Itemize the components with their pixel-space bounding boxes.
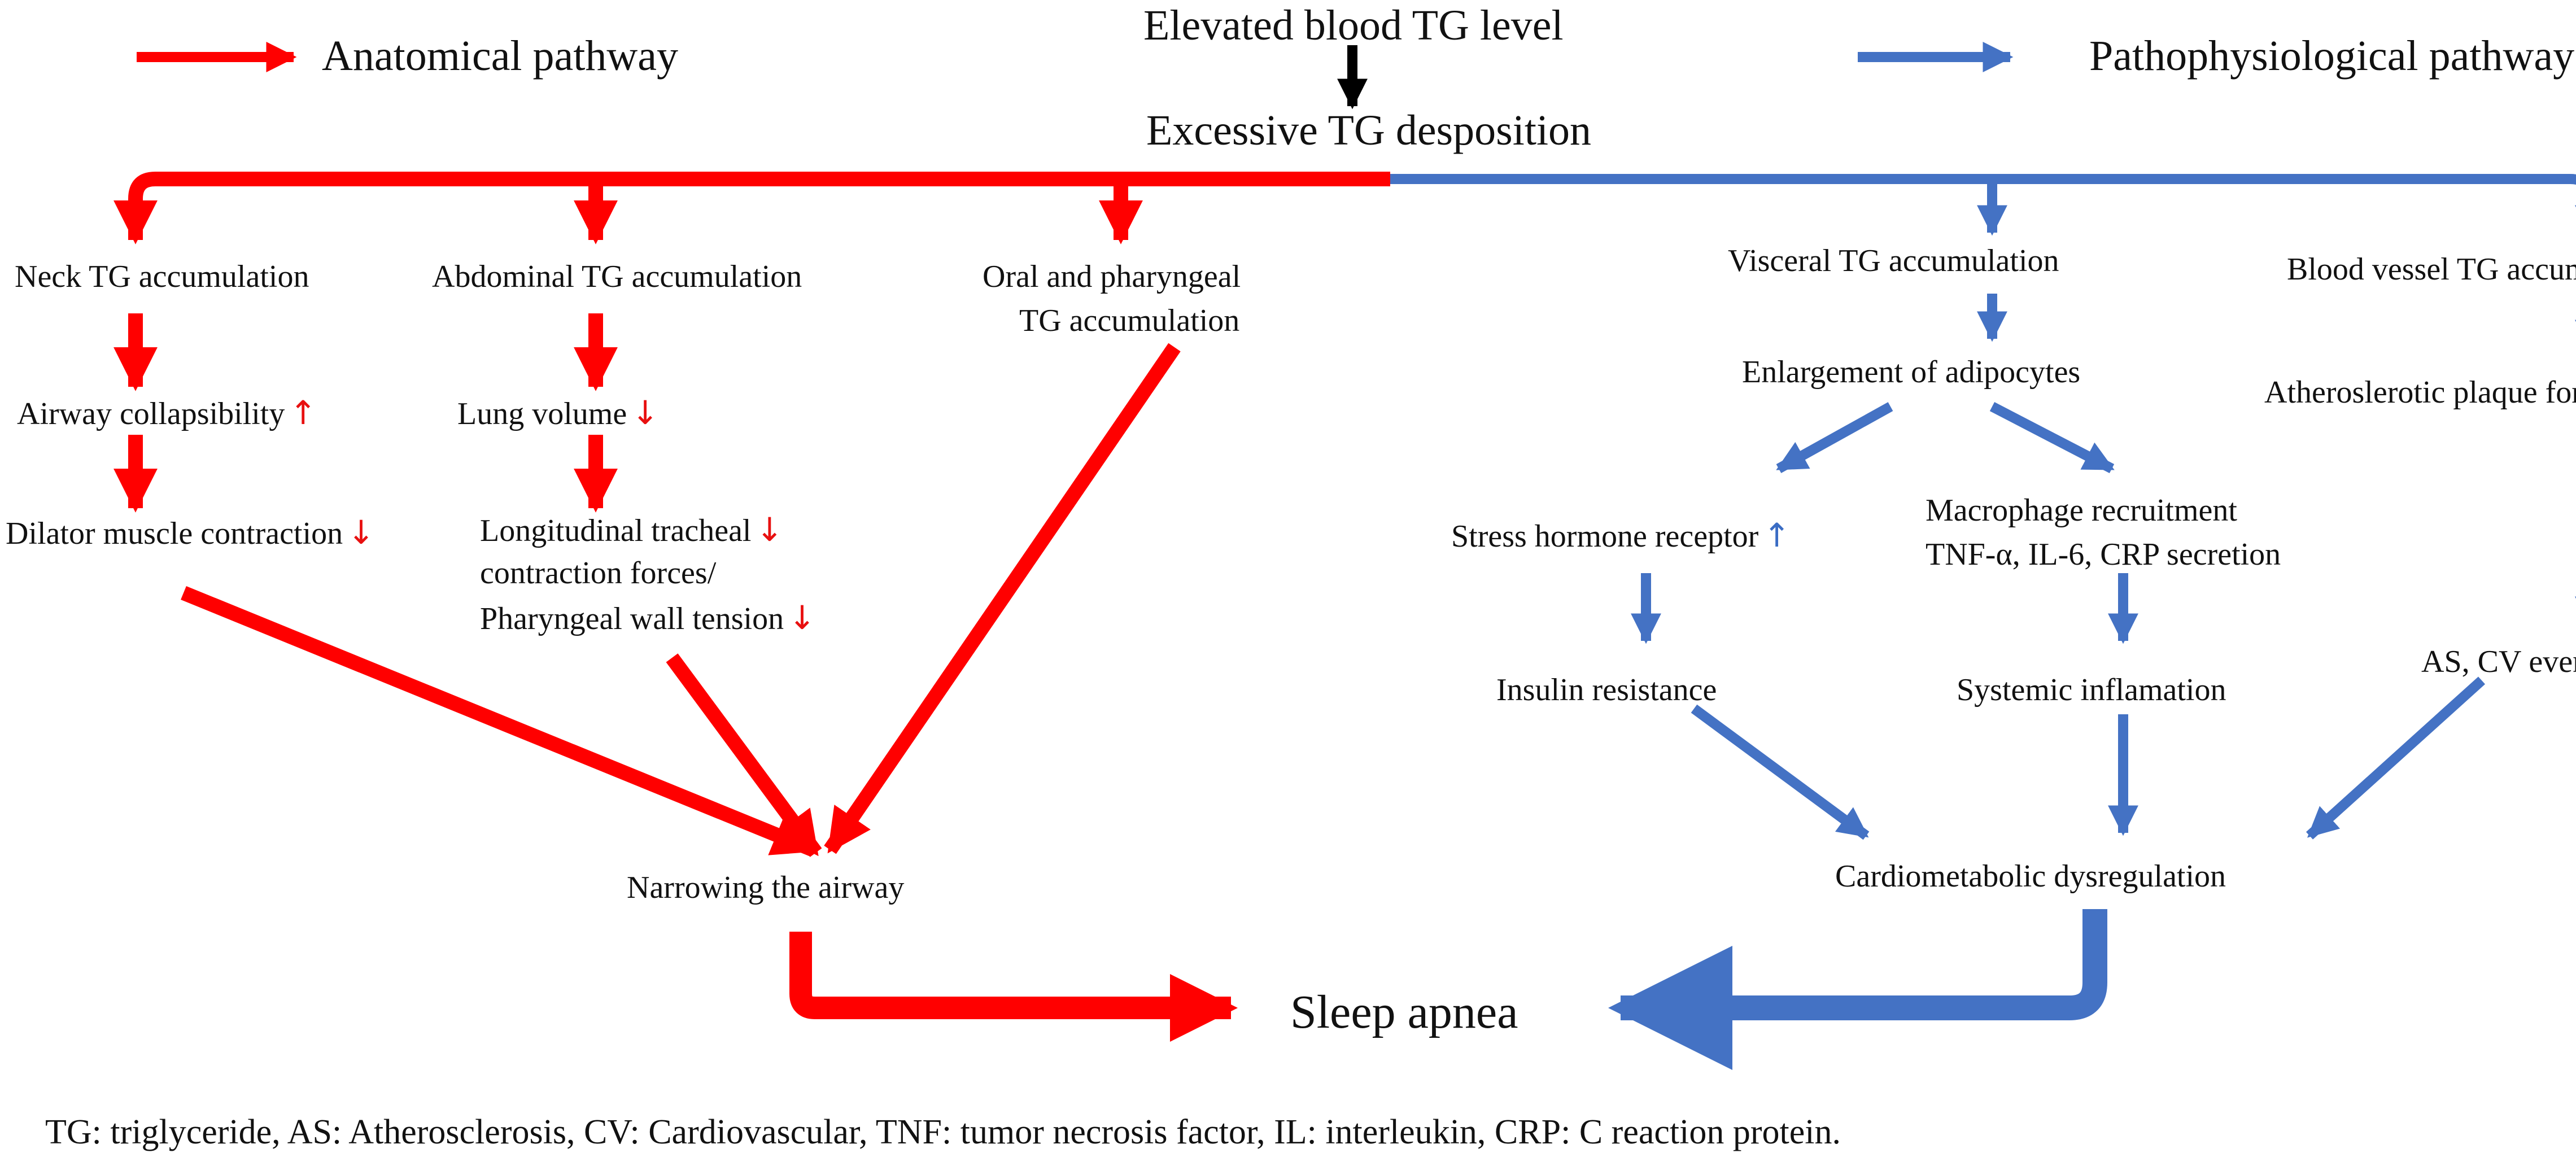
dilator-label: Dilator muscle contraction [6, 516, 343, 551]
longitudinal-node-line3: Pharyngeal wall tension↓ [480, 599, 816, 637]
arrow-cardio-to-sleep-apnea [1608, 909, 2107, 1070]
arrow-narrowing-to-sleep-apnea [789, 932, 1238, 1042]
oral-node-line2: TG accumulation [1019, 303, 1240, 338]
systemic-node: Systemic inflamation [1957, 672, 2226, 708]
up-arrow-icon: ↑ [1763, 516, 1791, 554]
macrophage-node-line1: Macrophage recruitment [1926, 493, 2237, 528]
neck-node: Neck TG accumulation [15, 259, 309, 294]
enlargement-node: Enlargement of adipocytes [1742, 355, 2081, 390]
legend-pathophysiological-label: Pathophysiological pathway [2089, 32, 2575, 80]
up-arrow-icon: ↑ [289, 394, 317, 432]
anatomical-bracket [128, 172, 1390, 203]
arrow-longitudinal-to-narrowing [666, 653, 822, 857]
arrow-oral-to-narrowing [824, 343, 1181, 854]
dilator-node: Dilator muscle contraction↓ [6, 514, 375, 552]
longitudinal-label-3: Pharyngeal wall tension [480, 601, 784, 636]
arrow-as-cv-to-cardio [2306, 676, 2486, 840]
oral-node-line1: Oral and pharyngeal [983, 259, 1241, 294]
arrow-dilator-to-narrowing [181, 586, 818, 857]
down-arrow-icon: ↓ [756, 510, 784, 549]
lung-label: Lung volume [457, 396, 627, 431]
arrow-enlargement-to-stress [1776, 402, 1893, 473]
arrow-insulin-to-cardio [1691, 704, 1870, 840]
sleep-apnea-node: Sleep apnea [1290, 986, 1518, 1038]
lung-node: Lung volume↓ [457, 394, 659, 432]
longitudinal-node-line1: Longitudinal tracheal↓ [480, 511, 783, 549]
top-title: Elevated blood TG level [1143, 2, 1564, 49]
cardio-node: Cardiometabolic dysregulation [1835, 859, 2226, 894]
legend-anatomical-label: Anatomical pathway [322, 32, 679, 80]
stress-node: Stress hormone receptor↑ [1451, 517, 1791, 554]
longitudinal-node-line2: contraction forces/ [480, 556, 717, 591]
longitudinal-label-1: Longitudinal tracheal [480, 513, 752, 548]
down-arrow-icon: ↓ [347, 513, 375, 552]
airway-node: Airway collapsibility↑ [17, 394, 317, 432]
visceral-node: Visceral TG accumulation [1728, 243, 2059, 278]
airway-label: Airway collapsibility [17, 396, 285, 431]
as-cv-node: AS, CV events [2421, 644, 2576, 679]
athero-node: Atheroslerotic plaque formation [2264, 375, 2576, 410]
footnote: TG: triglyceride, AS: Atherosclerosis, C… [45, 1113, 1841, 1151]
insulin-node: Insulin resistance [1496, 672, 1717, 708]
deposition-label: Excessive TG desposition [1146, 107, 1592, 154]
down-arrow-icon: ↓ [788, 599, 816, 637]
macrophage-node-line2: TNF-α, IL-6, CRP secretion [1926, 537, 2281, 572]
arrow-enlargement-to-macrophage [1989, 402, 2115, 473]
narrowing-node: Narrowing the airway [627, 870, 905, 905]
down-arrow-icon: ↓ [631, 394, 659, 432]
abdominal-node: Abdominal TG accumulation [432, 259, 802, 294]
vessel-node: Blood vessel TG accumulation [2287, 252, 2576, 287]
pathophysiological-bracket [1390, 174, 2576, 185]
stress-label: Stress hormone receptor [1451, 519, 1759, 554]
